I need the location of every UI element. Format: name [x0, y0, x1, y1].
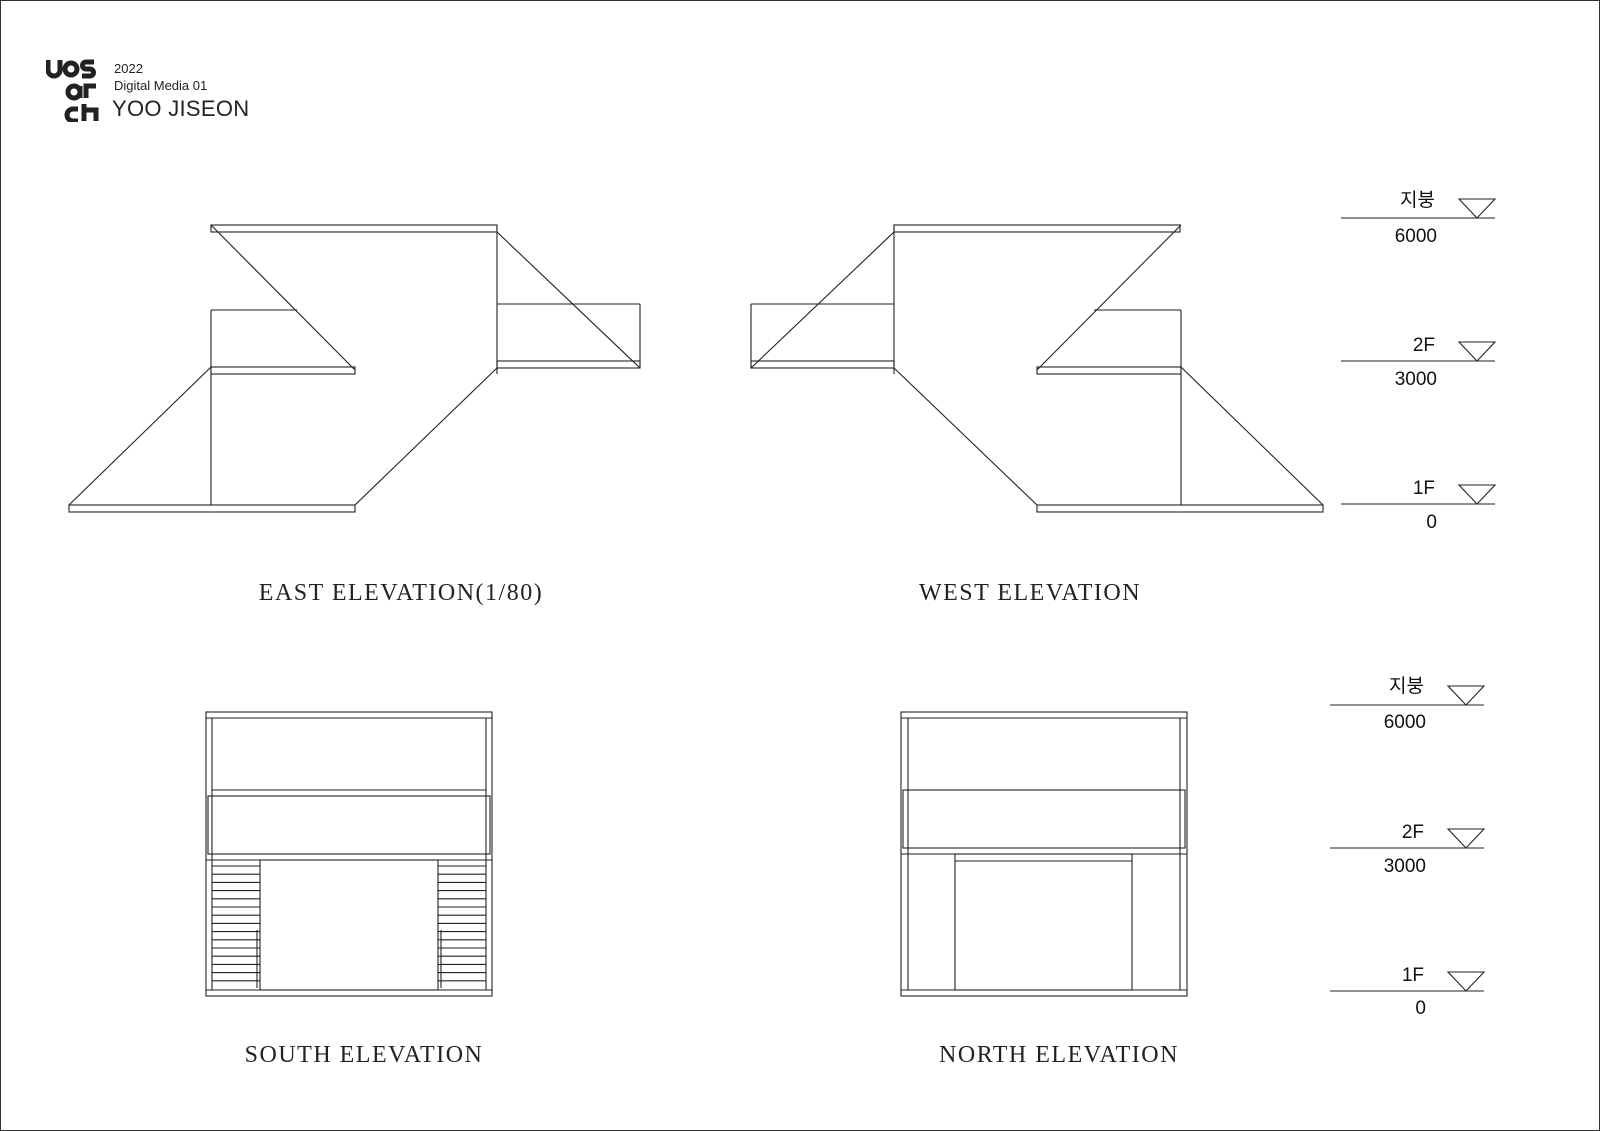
east-2f-slab-right	[496, 360, 641, 369]
level-bottom-roof-value: 6000	[1383, 712, 1426, 733]
uos-arch-logo	[46, 59, 99, 122]
south-elevation-caption: SOUTH ELEVATION	[244, 1042, 484, 1068]
level-bottom-2f-value: 3000	[1383, 856, 1426, 877]
west-2f-slab-left	[750, 360, 895, 369]
west-2f-slab-right	[1036, 366, 1182, 375]
west-elevation	[750, 224, 1324, 513]
east-roof-slab	[210, 224, 498, 233]
level-top-roof-name: 지붕	[1400, 190, 1435, 211]
level-markers-bottom	[1330, 685, 1486, 992]
north-elevation-caption: NORTH ELEVATION	[939, 1042, 1179, 1068]
level-top-1f-value: 0	[1426, 512, 1437, 533]
level-bottom-roof-name: 지붕	[1389, 676, 1424, 697]
level-markers-top	[1341, 198, 1497, 505]
east-elevation-caption: EAST ELEVATION(1/80)	[258, 580, 544, 606]
level-top-roof-value: 6000	[1394, 226, 1437, 247]
level-bottom-1f-value: 0	[1415, 998, 1426, 1019]
north-opening	[954, 853, 1133, 991]
north-band	[902, 789, 1186, 849]
level-bottom-1f-name: 1F	[1401, 965, 1424, 986]
level-top-1f-name: 1F	[1412, 478, 1435, 499]
east-1f-slab	[68, 504, 356, 513]
west-elevation-caption: WEST ELEVATION	[918, 580, 1142, 606]
south-outline	[205, 711, 493, 997]
north-elevation	[900, 711, 1188, 997]
east-2f-slab-left	[210, 366, 356, 375]
south-stairs	[212, 865, 486, 988]
south-opening	[259, 859, 439, 991]
level-top-2f-value: 3000	[1394, 369, 1437, 390]
course-label: Digital Media 01	[114, 78, 208, 93]
student-name: YOO JISEON	[112, 96, 250, 121]
year-label: 2022	[114, 61, 143, 76]
south-band	[207, 795, 491, 855]
level-bottom-2f-name: 2F	[1401, 822, 1424, 843]
east-elevation	[68, 224, 641, 513]
level-top-2f-name: 2F	[1412, 335, 1435, 356]
west-1f-slab	[1036, 504, 1324, 513]
west-roof-slab	[893, 224, 1181, 233]
south-elevation	[205, 711, 493, 997]
